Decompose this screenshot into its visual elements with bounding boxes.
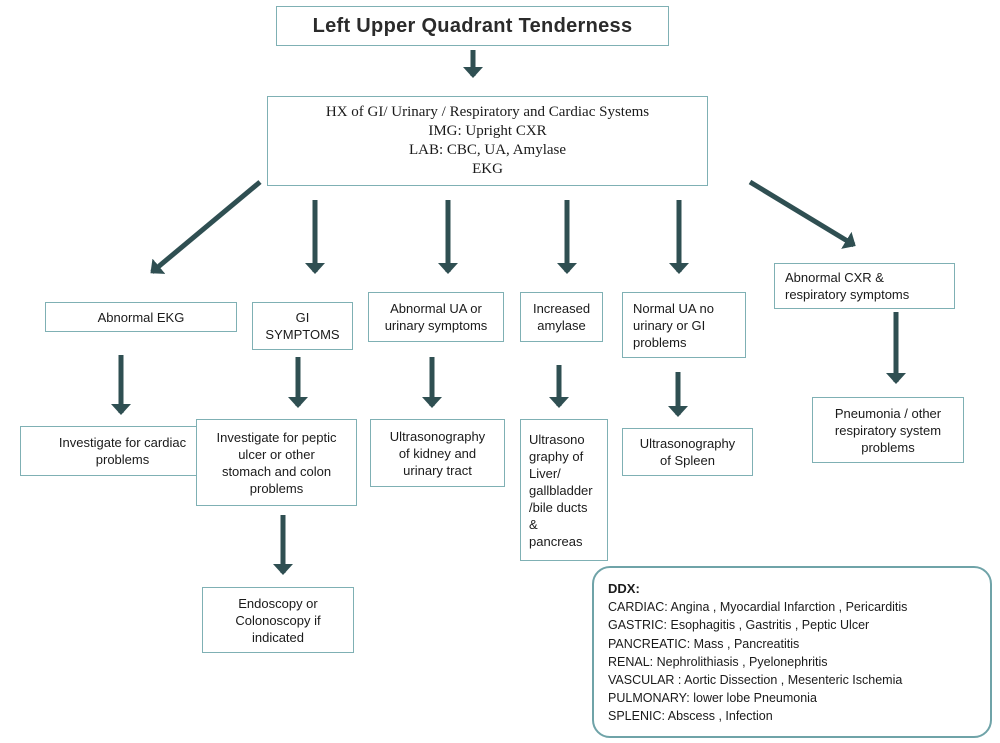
ddx-line-pancreatic: PANCREATIC: Mass , Pancreatitis <box>608 636 800 651</box>
ddx-line-pulmonary: PULMONARY: lower lobe Pneumonia <box>608 691 817 706</box>
finding-normal-ua: Normal UA no urinary or GI problems <box>622 292 746 358</box>
initial-workup-line: EKG <box>472 161 503 177</box>
arrow-to-ekg <box>150 180 262 274</box>
ddx-panel: DDX: CARDIAC: Angina , Myocardial Infarc… <box>592 566 992 738</box>
arrow-to-cxr <box>748 179 856 249</box>
ddx-line-gastric: GASTRIC: Esophagitis , Gastritis , Pepti… <box>608 618 870 633</box>
ddx-line-vascular: VASCULAR : Aortic Dissection , Mesenteri… <box>608 673 903 688</box>
ddx-line-renal: RENAL: Nephrolithiasis , Pyelonephritis <box>608 654 828 669</box>
action-ultrasound-kidney: Ultrasonography of kidney and urinary tr… <box>370 419 505 487</box>
initial-workup-line: LAB: CBC, UA, Amylase <box>408 142 567 158</box>
initial-workup-line: IMG: Upright CXR <box>428 123 547 139</box>
action-peptic-ulcer: Investigate for peptic ulcer or other st… <box>196 419 357 506</box>
finding-increased-amylase: Increased amylase <box>520 292 603 342</box>
followup-endoscopy: Endoscopy or Colonoscopy if indicated <box>202 587 354 653</box>
ddx-line-cardiac: CARDIAC: Angina , Myocardial Infarction … <box>608 600 908 615</box>
action-cardiac: Investigate for cardiac problems <box>20 426 225 476</box>
action-respiratory: Pneumonia / other respiratory system pro… <box>812 397 964 463</box>
initial-workup-line: HX of GI/ Urinary / Respiratory and Card… <box>325 104 650 120</box>
finding-gi-symptoms: GI SYMPTOMS <box>252 302 353 350</box>
action-ultrasound-spleen: Ultrasonography of Spleen <box>622 428 753 476</box>
ddx-heading: DDX: <box>608 581 640 596</box>
ddx-line-splenic: SPLENIC: Abscess , Infection <box>608 709 773 724</box>
initial-workup-box: HX of GI/ Urinary / Respiratory and Card… <box>267 96 708 186</box>
finding-abnormal-ekg: Abnormal EKG <box>45 302 237 332</box>
chart-title: Left Upper Quadrant Tenderness <box>276 6 669 46</box>
finding-abnormal-cxr: Abnormal CXR & respiratory symptoms <box>774 263 955 309</box>
finding-abnormal-ua: Abnormal UA or urinary symptoms <box>368 292 504 342</box>
action-ultrasound-liver: Ultrasono graphy of Liver/ gallbladder /… <box>520 419 608 561</box>
